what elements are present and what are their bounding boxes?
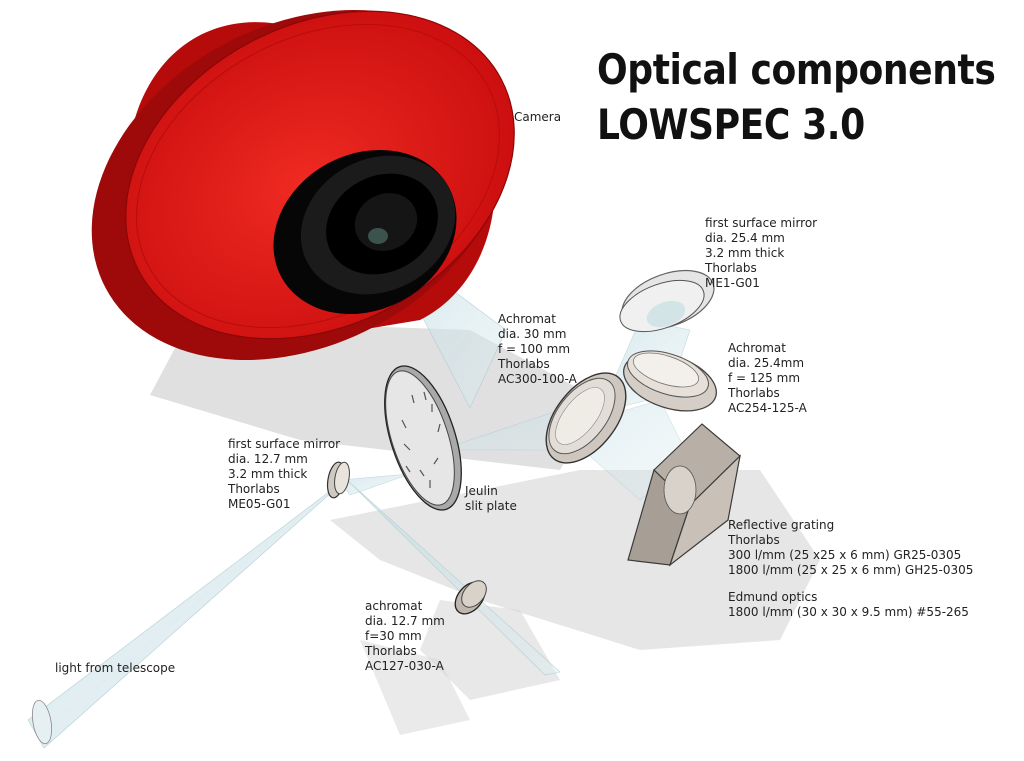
label-line: AC127-030-A — [365, 659, 444, 673]
label-line: Achromat — [728, 341, 786, 355]
label-line: dia. 30 mm — [498, 327, 567, 341]
label-line: Achromat — [498, 312, 556, 326]
slit-plate — [384, 365, 462, 511]
reflective-grating — [627, 423, 741, 567]
telescope-aperture — [31, 699, 53, 745]
label-camera: Camera — [514, 110, 562, 124]
label-line: Thorlabs — [705, 261, 757, 275]
label-line: dia. 12.7 mm — [365, 614, 445, 628]
beam-small-achromat — [344, 477, 561, 676]
achromat-30mm — [545, 372, 627, 464]
label-line: achromat — [365, 599, 423, 613]
label-line: Thorlabs — [498, 357, 550, 371]
title-line-2: LOWSPEC 3.0 — [597, 100, 865, 149]
label-line: f = 125 mm — [728, 371, 801, 385]
label-line: 1800 l/mm (25 x 25 x 6 mm) GH25-0305 — [728, 563, 974, 577]
label-light-from-telescope: light from telescope — [55, 661, 176, 675]
label-line: Jeulin — [465, 484, 498, 498]
label-grating: Reflective grating Thorlabs 300 l/mm (25… — [728, 518, 973, 578]
beam-telescope — [27, 475, 351, 749]
label-slit-plate: Jeulin slit plate — [465, 484, 517, 514]
label-line: dia. 25.4 mm — [705, 231, 785, 245]
label-mirror-12mm: first surface mirror dia. 12.7 mm 3.2 mm… — [228, 437, 340, 512]
label-achromat-25mm: Achromat dia. 25.4mm f = 125 mm Thorlabs… — [728, 341, 807, 416]
label-line: 300 l/mm (25 x25 x 6 mm) GR25-0305 — [728, 548, 962, 562]
label-line: slit plate — [465, 499, 517, 513]
achromat-25mm — [622, 350, 718, 412]
label-line: Edmund optics — [728, 590, 818, 604]
camera — [91, 9, 515, 361]
label-achromat-12mm: achromat dia. 12.7 mm f=30 mm Thorlabs A… — [365, 599, 445, 674]
beam-small-to-slit — [339, 473, 411, 496]
label-line: Thorlabs — [728, 533, 780, 547]
label-achromat-30mm: Achromat dia. 30 mm f = 100 mm Thorlabs … — [498, 312, 577, 387]
label-line: AC300-100-A — [498, 372, 577, 386]
label-line: f=30 mm — [365, 629, 422, 643]
label-line: Thorlabs — [228, 482, 280, 496]
mirror-12mm — [326, 461, 350, 499]
label-line: f = 100 mm — [498, 342, 571, 356]
label-line: 3.2 mm thick — [228, 467, 308, 481]
label-line: dia. 25.4mm — [728, 356, 805, 370]
label-line: first surface mirror — [228, 437, 341, 451]
label-line: Thorlabs — [365, 644, 417, 658]
label-line: AC254-125-A — [728, 401, 807, 415]
label-line: 3.2 mm thick — [705, 246, 785, 260]
label-line: Reflective grating — [728, 518, 835, 532]
label-line: Thorlabs — [728, 386, 780, 400]
title-line-1: Optical components — [597, 45, 996, 94]
label-line: 1800 l/mm (30 x 30 x 9.5 mm) #55-265 — [728, 605, 969, 619]
achromat-12mm — [454, 580, 487, 615]
label-line: ME1-G01 — [705, 276, 760, 290]
mirror-25mm — [619, 269, 715, 333]
floor-shadows — [150, 320, 820, 735]
label-line: dia. 12.7 mm — [228, 452, 308, 466]
label-line: ME05-G01 — [228, 497, 291, 511]
label-mirror-25mm: first surface mirror dia. 25.4 mm 3.2 mm… — [705, 216, 817, 291]
label-line: first surface mirror — [705, 216, 818, 230]
label-edmund: Edmund optics 1800 l/mm (30 x 30 x 9.5 m… — [728, 590, 969, 620]
